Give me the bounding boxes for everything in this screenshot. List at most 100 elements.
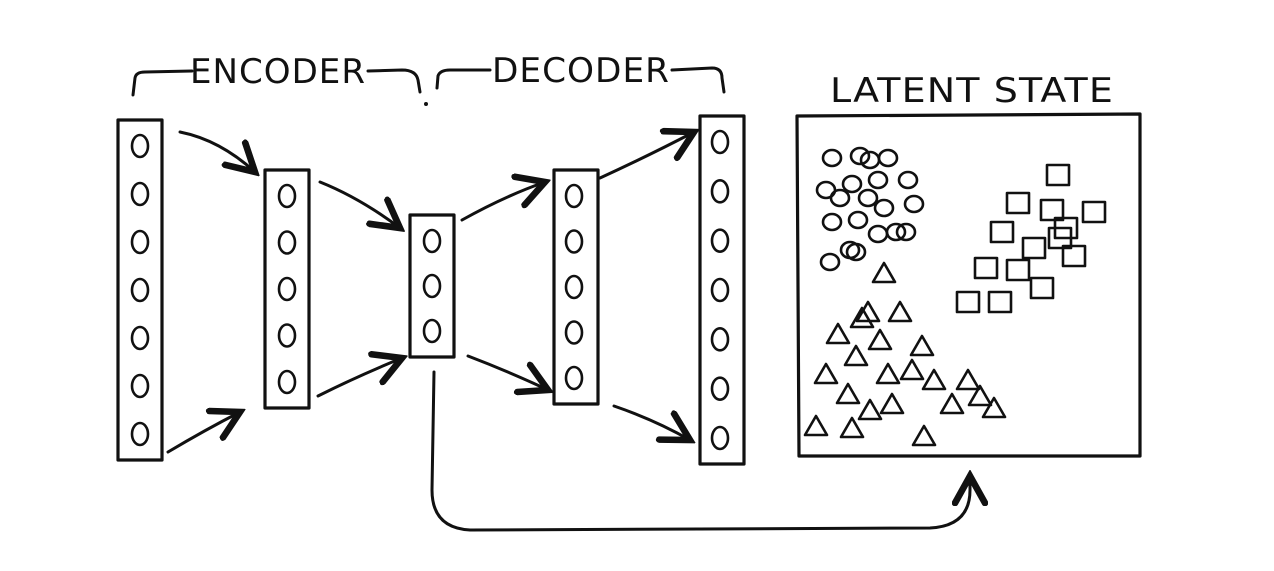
latent-triangle-point — [955, 368, 981, 391]
latent-circle-point — [847, 210, 869, 230]
arrow-input-to-encoder-bottom — [166, 412, 240, 454]
latent-circle-point — [849, 146, 871, 166]
latent-circle-point — [877, 148, 899, 168]
latent-triangle-point — [867, 328, 893, 351]
latent-triangle-point — [813, 362, 839, 385]
arrow-encoder-to-bottleneck-bottom — [316, 358, 402, 398]
latent-state-panel — [795, 112, 1142, 458]
neuron-node — [422, 228, 442, 254]
neuron-node — [422, 318, 442, 344]
arrow-decoder-to-output-top — [598, 132, 694, 180]
latent-triangle-point — [875, 362, 901, 385]
latent-circle-point — [867, 224, 889, 244]
neuron-node — [564, 229, 584, 254]
neuron-node — [130, 421, 150, 447]
latent-triangle-point — [981, 396, 1007, 419]
neuron-node — [277, 323, 297, 348]
latent-triangle-point — [825, 322, 851, 345]
neuron-node — [564, 274, 584, 300]
latent-triangle-point — [921, 368, 947, 391]
layer-encoder-hidden-box — [263, 168, 311, 410]
neuron-node — [130, 325, 150, 351]
latent-triangle-point — [855, 300, 881, 323]
latent-circle-point — [859, 150, 881, 170]
neuron-node — [564, 365, 584, 391]
layer-decoder-hidden-box — [552, 168, 600, 406]
network-layers — [116, 114, 746, 466]
latent-triangle-point — [839, 416, 865, 439]
latent-square-point — [955, 290, 981, 314]
arrow-bottleneck-to-decoder-top — [460, 182, 545, 222]
latent-square-point — [1045, 163, 1071, 187]
latent-square-point — [1039, 198, 1065, 222]
neuron-node — [130, 133, 150, 159]
latent-circle-point — [829, 188, 851, 208]
neuron-node — [277, 183, 297, 209]
latent-circle-point — [841, 174, 863, 194]
latent-circle-point — [857, 188, 879, 208]
arrow-encoder-to-bottleneck-top — [318, 180, 400, 228]
layer-input — [116, 118, 164, 462]
neuron-node — [277, 369, 297, 395]
neuron-node — [277, 276, 297, 302]
layer-bottleneck-box — [408, 213, 456, 359]
neuron-node — [130, 277, 150, 303]
latent-circle-point — [897, 170, 919, 190]
latent-state-points — [803, 146, 1107, 447]
neuron-node — [130, 229, 150, 255]
latent-circle-point — [903, 194, 925, 214]
neuron-node — [564, 320, 584, 345]
latent-square-point — [1005, 191, 1031, 215]
latent-triangle-point — [849, 306, 875, 329]
neuron-node — [710, 129, 730, 155]
latent-circle-point — [819, 252, 841, 272]
latent-triangle-point — [803, 414, 829, 437]
latent-triangle-point — [887, 300, 913, 323]
decoder-bracket — [435, 66, 726, 94]
latent-triangle-point — [939, 392, 965, 415]
encoder-label: ENCODER — [190, 52, 366, 92]
neuron-node — [710, 376, 730, 401]
neuron-node — [710, 277, 730, 303]
latent-triangle-point — [911, 424, 937, 447]
latent-triangle-point — [871, 261, 897, 284]
latent-square-point — [1021, 236, 1047, 260]
layer-output — [698, 114, 746, 466]
arrow-bottleneck-to-decoder-bottom — [466, 354, 548, 390]
layer-arrows — [166, 132, 970, 532]
latent-square-point — [1047, 226, 1073, 250]
bracket-junction-dot — [424, 102, 428, 106]
latent-circle-point — [895, 222, 917, 242]
neuron-node — [422, 273, 442, 299]
neuron-node — [564, 183, 584, 209]
latent-triangle-point — [835, 382, 861, 405]
encoder-bracket — [131, 68, 422, 97]
latent-circle-point — [885, 222, 907, 242]
latent-triangle-point — [909, 334, 935, 357]
arrow-decoder-to-output-bottom — [612, 404, 690, 440]
latent-triangle-point — [967, 384, 993, 407]
latent-square-point — [1081, 200, 1107, 224]
latent-circle-point — [873, 198, 895, 218]
neuron-node — [710, 327, 730, 352]
latent-triangle-point — [857, 398, 883, 421]
latent-circle-point — [845, 242, 867, 262]
latent-square-point — [987, 290, 1013, 314]
latent-triangle-point — [899, 358, 925, 381]
latent-square-point — [989, 220, 1015, 244]
latent-circle-point — [821, 212, 843, 232]
latent-square-point — [1029, 276, 1055, 300]
latent-square-point — [973, 256, 999, 280]
layer-bottleneck — [408, 213, 456, 359]
neuron-node — [277, 230, 297, 255]
layer-encoder-hidden — [263, 168, 311, 410]
layer-input-box — [116, 118, 164, 462]
latent-triangle-point — [879, 392, 905, 415]
latent-state-label: LATENT STATE — [830, 71, 1114, 111]
neuron-node — [130, 373, 150, 399]
decoder-label: DECODER — [492, 51, 670, 91]
neuron-node — [710, 179, 730, 204]
latent-circle-point — [821, 148, 843, 168]
neuron-node — [710, 228, 730, 253]
